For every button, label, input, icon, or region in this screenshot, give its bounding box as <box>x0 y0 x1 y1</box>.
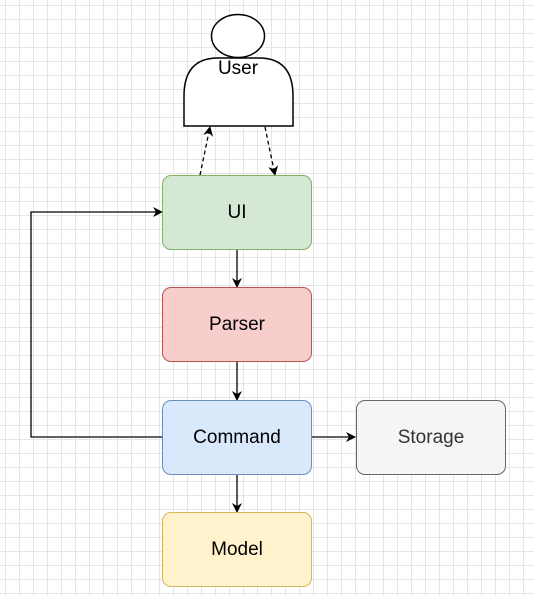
model-node-label: Model <box>211 538 263 560</box>
ui-node[interactable]: UI <box>162 175 312 250</box>
model-node[interactable]: Model <box>162 512 312 587</box>
user-head-icon <box>210 13 266 59</box>
parser-node-label: Parser <box>209 313 265 335</box>
user-label: User <box>217 58 259 79</box>
command-node[interactable]: Command <box>162 400 312 475</box>
parser-node[interactable]: Parser <box>162 287 312 362</box>
command-node-label: Command <box>193 426 281 448</box>
edge-ui-to-user <box>199 126 214 176</box>
edge-user-to-ui <box>264 126 279 176</box>
user-actor-icon <box>183 13 294 127</box>
storage-node[interactable]: Storage <box>356 400 506 475</box>
storage-node-label: Storage <box>397 426 465 448</box>
ui-node-label: UI <box>227 201 247 223</box>
user-body-icon <box>183 57 294 127</box>
edge-command-to-ui-loop <box>30 207 163 438</box>
